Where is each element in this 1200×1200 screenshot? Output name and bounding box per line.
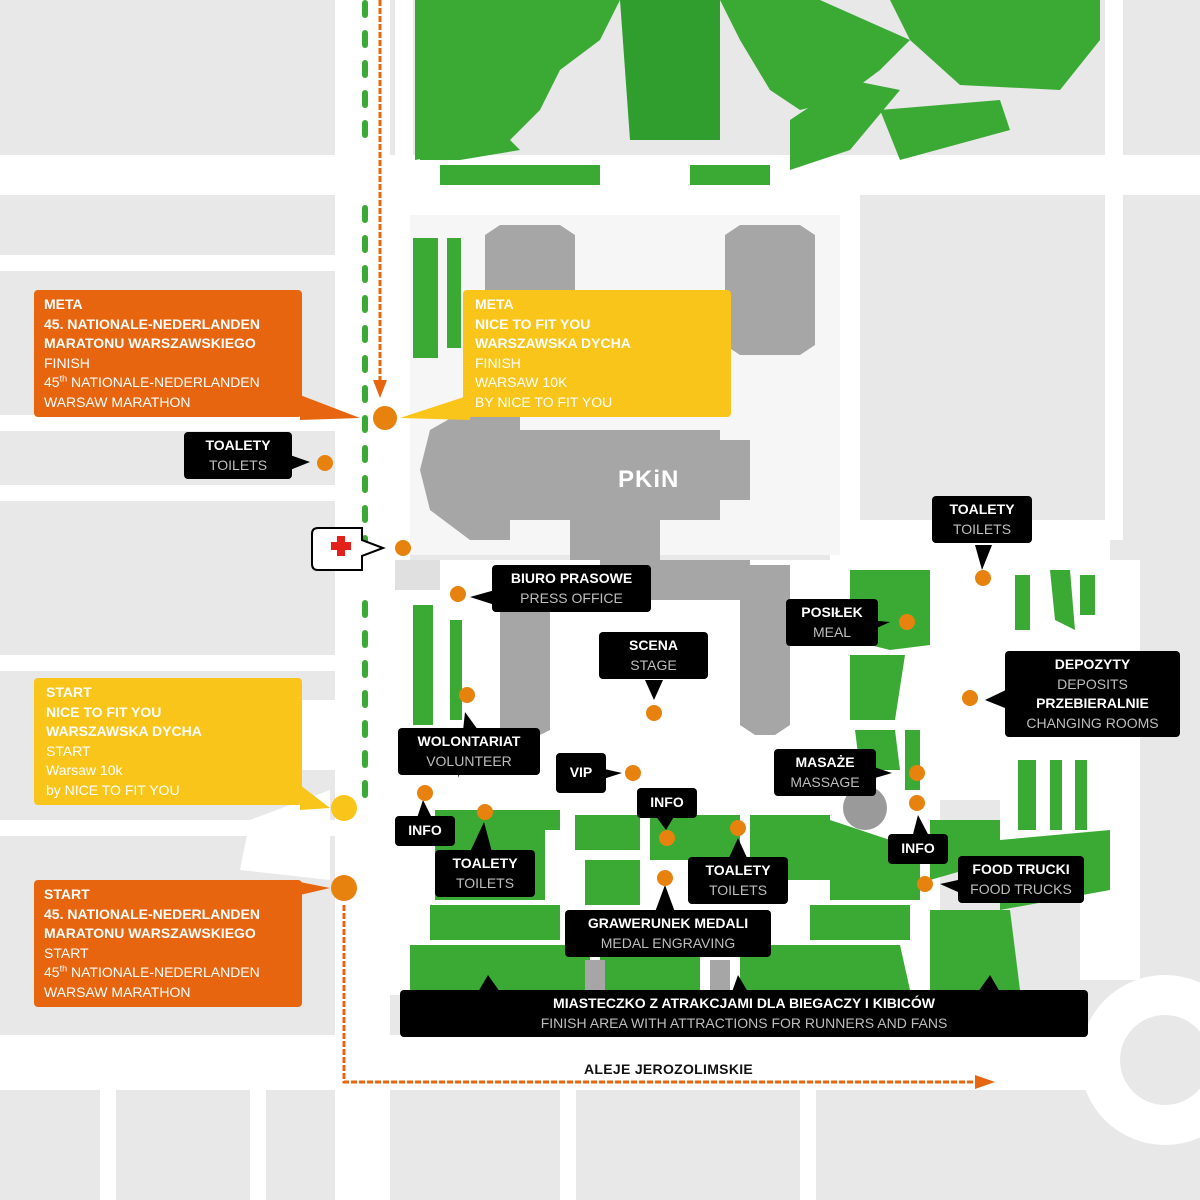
street-label: ALEJE JEROZOLIMSKIE <box>584 1061 754 1077</box>
orange-dot-icon <box>962 690 978 706</box>
finish-point[interactable] <box>373 406 397 430</box>
orange-dot-icon <box>730 820 746 836</box>
orange-dot-icon <box>657 870 673 886</box>
orange-dot-icon <box>659 830 675 846</box>
red-cross-icon <box>331 536 351 556</box>
orange-dot-icon <box>417 785 433 801</box>
orange-dot-icon <box>477 804 493 820</box>
start-10k-point[interactable] <box>331 795 357 821</box>
points-of-interest <box>317 406 991 901</box>
route-arrows <box>342 0 995 1089</box>
start-10k-callout[interactable]: START NICE TO FIT YOU WARSZAWSKA DYCHA S… <box>34 678 302 805</box>
finish-area-label[interactable]: MIASTECZKO Z ATRAKCJAMI DLA BIEGACZY I K… <box>400 990 1088 1037</box>
orange-dot-icon <box>317 455 333 471</box>
orange-dot-icon <box>909 795 925 811</box>
orange-dot-icon <box>646 705 662 721</box>
arrow-icon <box>373 380 387 398</box>
orange-dot-icon <box>450 586 466 602</box>
first-aid-marker[interactable] <box>311 527 386 571</box>
info-left-label[interactable]: INFO <box>395 816 455 846</box>
green-areas <box>410 0 1110 990</box>
start-marathon-callout[interactable]: START 45. NATIONALE-NEDERLANDEN MARATONU… <box>34 880 302 1007</box>
pkin-building-label: PKiN <box>618 466 680 493</box>
vip-label[interactable]: VIP <box>556 753 606 793</box>
finish-10k-callout[interactable]: META NICE TO FIT YOU WARSZAWSKA DYCHA FI… <box>463 290 731 417</box>
orange-dot-icon <box>975 570 991 586</box>
finish-marathon-callout[interactable]: META 45. NATIONALE-NEDERLANDEN MARATONU … <box>34 290 302 417</box>
orange-dot-icon <box>395 540 411 556</box>
orange-dot-icon <box>625 765 641 781</box>
route-greenery <box>362 0 368 798</box>
info-right-label[interactable]: INFO <box>888 834 948 864</box>
info-center-label[interactable]: INFO <box>637 788 697 818</box>
orange-dot-icon <box>899 614 915 630</box>
buildings <box>395 225 887 990</box>
start-marathon-point[interactable] <box>331 875 357 901</box>
orange-dot-icon <box>459 687 475 703</box>
orange-dot-icon <box>917 876 933 892</box>
orange-dot-icon <box>909 765 925 781</box>
arrow-icon <box>975 1075 995 1089</box>
